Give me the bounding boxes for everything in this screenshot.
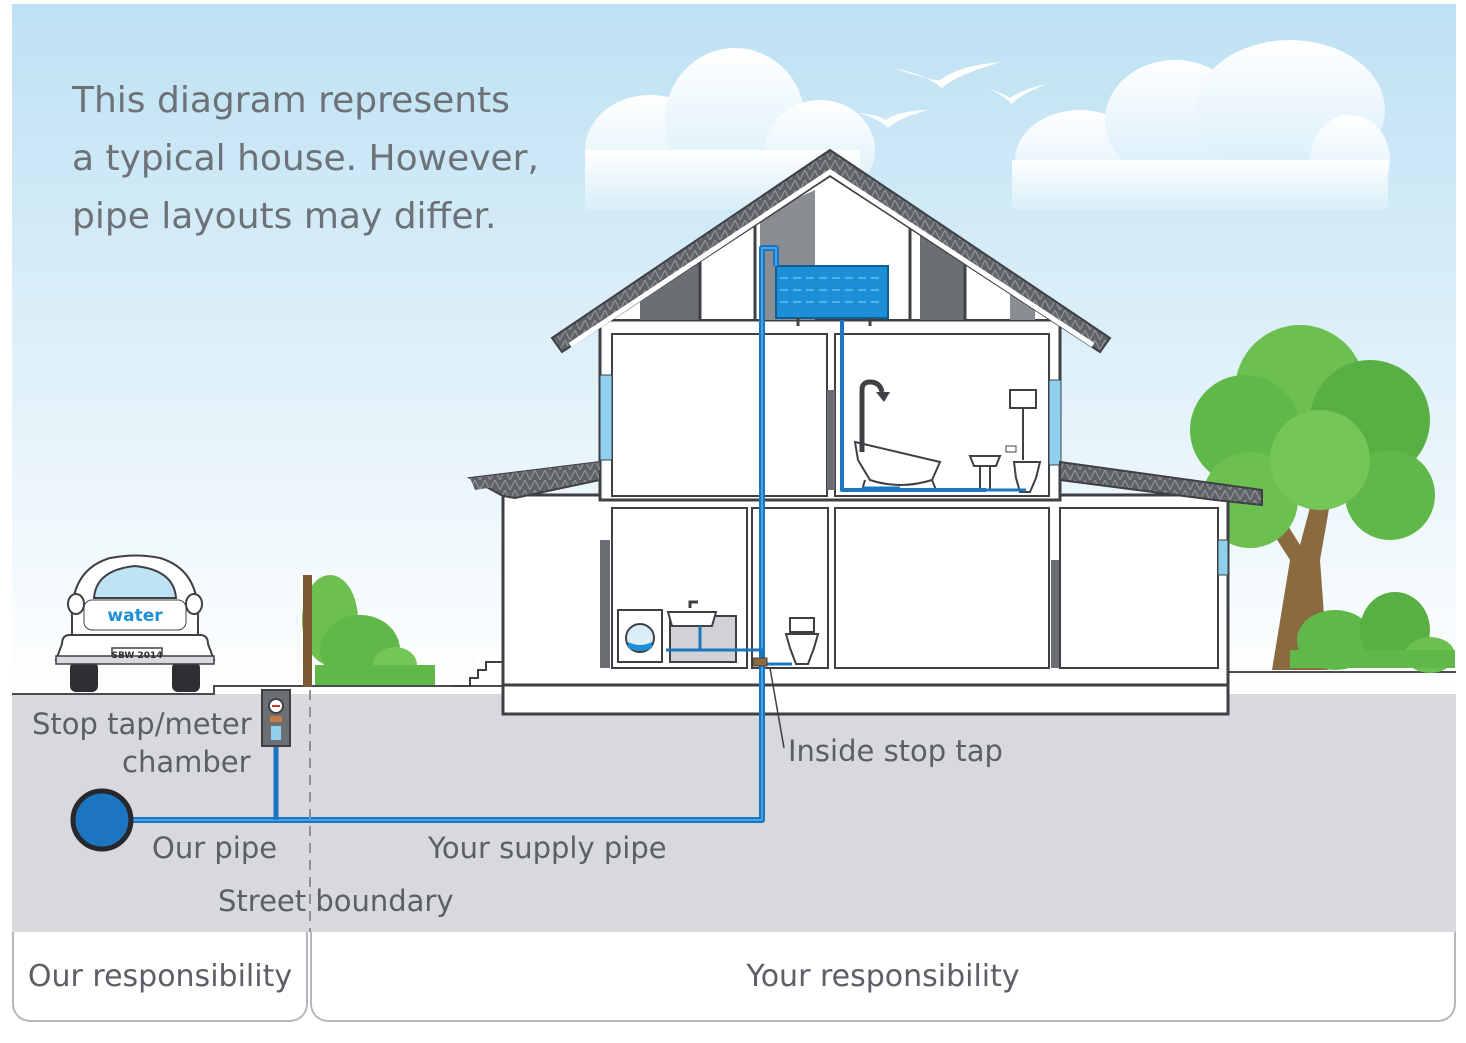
bathroom-switch <box>1005 445 1017 453</box>
tree <box>1190 325 1435 670</box>
birds <box>858 62 1048 128</box>
intro-line-3: pipe layouts may differ. <box>72 196 497 237</box>
intro-line-2: a typical house. However, <box>72 138 539 179</box>
bathtub <box>853 440 942 491</box>
your-responsibility-box: Your responsibility <box>310 932 1456 1022</box>
main-pipe-icon <box>70 788 134 852</box>
label-stop-tap-meter: Stop tap/meter <box>32 707 252 741</box>
shower-head <box>876 392 890 402</box>
toilet-upstairs <box>1009 389 1042 493</box>
house <box>450 148 1263 716</box>
inside-stop-tap-leader <box>769 667 785 749</box>
bush-left <box>302 575 435 685</box>
boundary-post <box>303 575 312 687</box>
your-responsibility-label: Your responsibility <box>746 958 1020 994</box>
washing-machine <box>617 609 663 663</box>
toilet-downstairs <box>784 617 820 665</box>
ground <box>12 694 1456 932</box>
our-responsibility-box: Our responsibility <box>12 932 308 1022</box>
inside-stop-tap-icon <box>752 657 768 667</box>
laundry-sink <box>666 600 737 663</box>
intro-line-1: This diagram represents <box>72 80 510 121</box>
cloud-right <box>1012 40 1390 210</box>
label-our-pipe: Our pipe <box>152 831 278 865</box>
water-van <box>54 554 216 692</box>
water-tank <box>775 265 889 326</box>
label-chamber: chamber <box>122 745 251 779</box>
supply-pipe <box>102 245 1026 823</box>
label-inside-stop-tap: Inside stop tap <box>788 734 1003 768</box>
intro-text: This diagram represents a typical house.… <box>72 72 539 246</box>
our-responsibility-label: Our responsibility <box>27 958 293 994</box>
meter-chamber <box>261 689 291 747</box>
shower-pipe <box>859 379 885 452</box>
van-plate: SBW 2014 <box>112 651 163 661</box>
label-your-supply-pipe: Your supply pipe <box>428 831 667 865</box>
label-street-boundary: Street boundary <box>218 884 454 918</box>
van-logo: water <box>107 606 163 626</box>
sink <box>968 455 1002 491</box>
bush-right <box>1290 592 1455 673</box>
